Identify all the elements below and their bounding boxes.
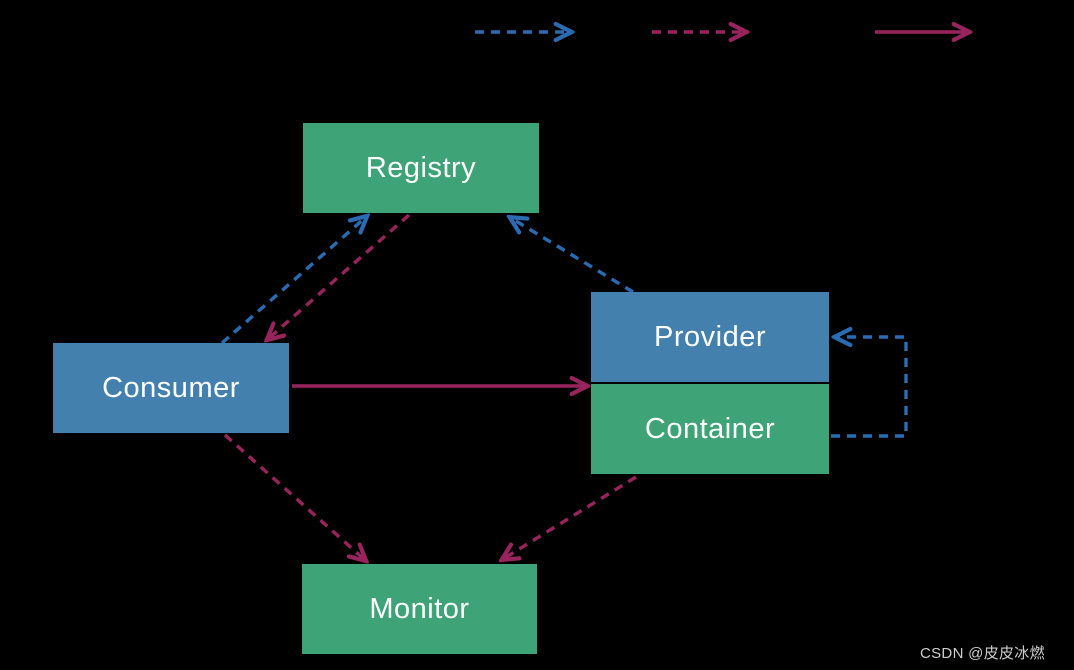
node-container: Container (591, 384, 829, 474)
node-registry-label: Registry (365, 151, 477, 184)
edge-container-to-monitor (503, 475, 637, 559)
edge-consumer-to-monitor (223, 433, 365, 560)
edge-registry-to-consumer (268, 213, 411, 339)
node-container-label: Container (644, 412, 776, 445)
node-consumer-label: Consumer (102, 371, 240, 404)
node-consumer: Consumer (53, 343, 289, 433)
node-registry: Registry (303, 123, 539, 213)
node-provider: Provider (591, 292, 829, 382)
node-monitor: Monitor (302, 564, 537, 654)
watermark: CSDN @皮皮冰燃 (920, 645, 1045, 662)
edge-container-to-provider (831, 337, 908, 438)
edge-consumer-to-registry (220, 217, 366, 345)
node-monitor-label: Monitor (369, 592, 470, 625)
node-provider-label: Provider (654, 320, 766, 353)
edge-provider-to-registry (511, 218, 634, 294)
